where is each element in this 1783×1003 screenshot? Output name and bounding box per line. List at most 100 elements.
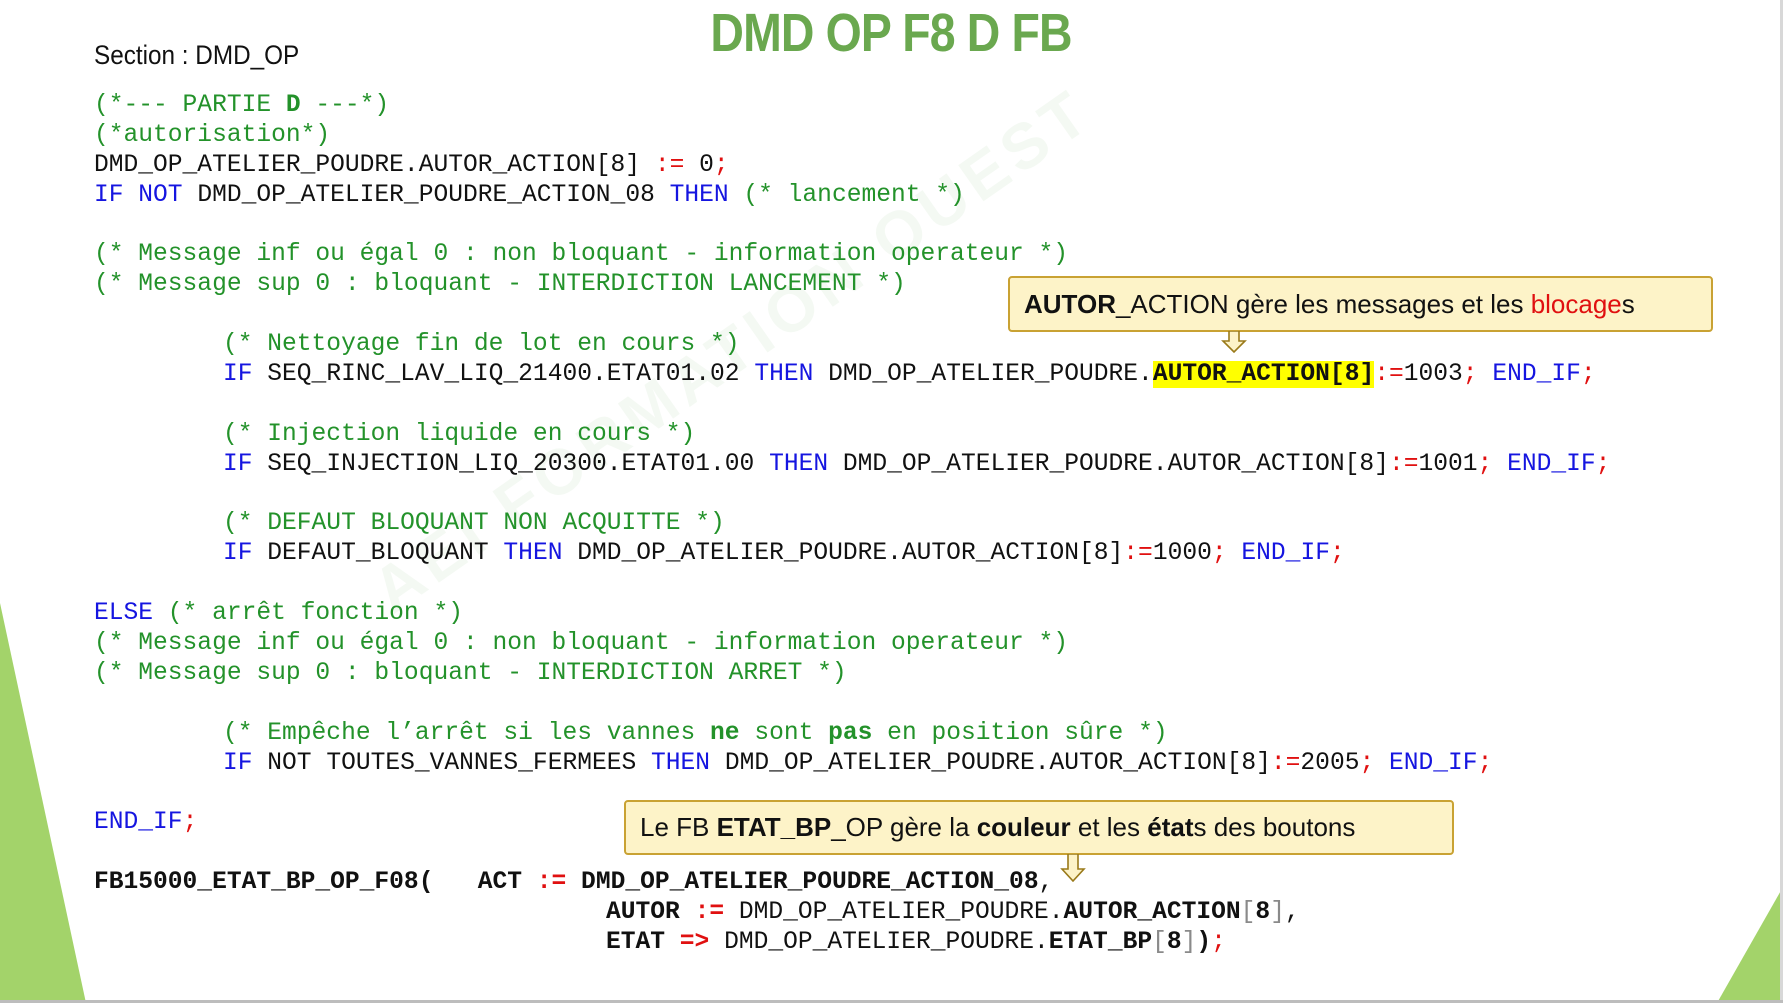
blank-line	[94, 480, 1610, 510]
callout-text: Le FB	[640, 812, 717, 842]
code-line: IF NOT TOUTES_VANNES_FERMEES THEN DMD_OP…	[94, 749, 1610, 779]
code-token: (* DEFAUT BLOQUANT NON ACQUITTE *)	[223, 510, 725, 538]
code-token: END_IF	[1241, 540, 1330, 568]
code-token: ;	[1477, 450, 1508, 478]
code-token: END_IF	[1507, 450, 1596, 478]
code-token: 8	[1166, 928, 1182, 956]
code-line: (* Injection liquide en cours *)	[94, 420, 1610, 450]
code-line: END_IF;	[94, 808, 1610, 838]
blank-line	[94, 569, 1610, 599]
code-token: (* Empêche l’arrêt si les vannes	[223, 719, 711, 747]
code-token: (* Message inf ou égal 0 : non bloquant …	[94, 241, 1069, 269]
code-token: END_IF	[1492, 361, 1581, 389]
callout-text-red: blocage	[1530, 288, 1622, 319]
code-token: 2005	[1300, 749, 1360, 777]
code-token: DMD_OP_ATELIER_POUDRE.	[709, 928, 1049, 956]
code-line: AUTOR := DMD_OP_ATELIER_POUDRE.AUTOR_ACT…	[94, 898, 1610, 928]
code-token: ,	[1038, 869, 1054, 897]
highlighted-token: AUTOR_ACTION[8]	[1152, 361, 1375, 389]
code-token: DMD_OP_ATELIER_POUDRE.	[828, 361, 1153, 389]
code-token: IF NOT	[94, 181, 198, 209]
code-token: END_IF	[1389, 749, 1478, 777]
code-token: :=	[1123, 540, 1153, 568]
code-token: ---*)	[300, 92, 390, 119]
code-line: IF SEQ_INJECTION_LIQ_20300.ETAT01.00 THE…	[94, 450, 1610, 480]
code-token: DMD_OP_ATELIER_POUDRE_ACTION_08	[197, 181, 670, 209]
code-token: 8	[1255, 899, 1271, 927]
code-line: (*--- PARTIE D ---*)	[94, 91, 1610, 121]
code-line: (* Message sup 0 : bloquant - INTERDICTI…	[94, 270, 1610, 300]
code-line: (* Empêche l’arrêt si les vannes ne sont…	[94, 719, 1610, 749]
code-token: :=	[1374, 361, 1404, 389]
code-token: ;	[1595, 450, 1611, 478]
blank-line	[94, 211, 1610, 241]
code-token: ;	[1580, 361, 1596, 389]
code-token: :=	[536, 869, 567, 897]
code-token: )	[1196, 928, 1212, 956]
callout-text: couleur	[976, 812, 1071, 842]
code-line: (* Message inf ou égal 0 : non bloquant …	[94, 240, 1610, 270]
code-token: ne	[710, 719, 740, 747]
callout-etat-bp: Le FB ETAT_BP_OP gère la couleur et les …	[624, 800, 1454, 855]
code-token: [	[1152, 928, 1167, 956]
code-token: DMD_OP_ATELIER_POUDRE.AUTOR_ACTION[8]	[724, 749, 1271, 777]
code-token: 1003	[1403, 361, 1463, 389]
code-token: SEQ_INJECTION_LIQ_20300.ETAT01.00	[267, 450, 770, 478]
code-token: ;	[182, 809, 198, 837]
code-token: pas	[828, 719, 873, 747]
code-line: (* Message inf ou égal 0 : non bloquant …	[94, 629, 1610, 659]
slide-title: DMD OP F8 D FB	[0, 2, 1783, 64]
code-token: END_IF	[94, 809, 183, 837]
left-green-triangle	[0, 603, 86, 1003]
code-token: ETAT_BP	[1048, 928, 1153, 956]
code-token: THEN	[754, 361, 829, 389]
code-token: 1000	[1152, 540, 1212, 568]
code-line: IF DEFAUT_BLOQUANT THEN DMD_OP_ATELIER_P…	[94, 539, 1610, 569]
blank-line	[94, 390, 1610, 420]
code-token: :=	[1270, 749, 1301, 777]
code-line: IF SEQ_RINC_LAV_LIQ_21400.ETAT01.02 THEN…	[94, 360, 1610, 390]
code-token: DMD_OP_ATELIER_POUDRE.AUTOR_ACTION[8]	[577, 540, 1124, 568]
callout-text: _OP gère la	[831, 812, 977, 842]
code-line: ETAT => DMD_OP_ATELIER_POUDRE.ETAT_BP[8]…	[94, 928, 1610, 958]
code-token: (* Message inf ou égal 0 : non bloquant …	[94, 630, 1069, 658]
code-token: (* Injection liquide en cours *)	[223, 420, 696, 448]
code-token: THEN	[669, 181, 744, 209]
code-token: IF	[223, 361, 268, 389]
callout-text: ETAT_BP	[716, 812, 832, 842]
code-token: AUTOR_ACTION	[1063, 899, 1241, 927]
code-token: ;	[1211, 928, 1226, 956]
code-token: :=	[654, 151, 685, 179]
section-label: Section : DMD_OP	[94, 40, 300, 70]
code-token: D	[285, 92, 301, 119]
down-arrow-icon	[1221, 331, 1247, 353]
code-token: ;	[1462, 361, 1493, 389]
code-token: DMD_OP_ATELIER_POUDRE.	[724, 899, 1064, 927]
code-token: (*autorisation*)	[94, 121, 331, 149]
code-line: (* DEFAUT BLOQUANT NON ACQUITTE *)	[94, 509, 1610, 539]
code-token: ]	[1270, 899, 1285, 927]
code-token: [	[1240, 899, 1256, 927]
slide-title-text: DMD OP F8 D FB	[710, 3, 1073, 63]
code-line: FB15000_ETAT_BP_OP_F08( ACT := DMD_OP_AT…	[94, 868, 1610, 898]
code-listing: (*--- PARTIE D ---*)(*autorisation*) DMD_…	[94, 91, 1610, 958]
down-arrow-icon	[1060, 854, 1086, 882]
code-token: IF	[223, 749, 268, 777]
code-token: :=	[1388, 450, 1419, 478]
code-token: =>	[679, 928, 710, 956]
code-token: IF	[223, 540, 268, 568]
code-token: ;	[1329, 540, 1345, 568]
code-token: ETAT	[606, 928, 680, 956]
code-token: :=	[694, 899, 725, 927]
code-token: ]	[1181, 928, 1197, 956]
code-token: DEFAUT_BLOQUANT	[267, 540, 504, 568]
callout-text: état	[1147, 812, 1194, 842]
code-line: (*autorisation*)	[94, 121, 1610, 151]
right-green-triangle	[1717, 887, 1783, 1003]
code-token: THEN	[651, 749, 725, 777]
code-token: NOT TOUTES_VANNES_FERMEES	[267, 749, 652, 777]
callout-text: s	[1621, 288, 1635, 319]
slide-bottom-edge	[0, 1000, 1783, 1003]
code-line: IF NOT DMD_OP_ATELIER_POUDRE_ACTION_08 T…	[94, 181, 1610, 211]
